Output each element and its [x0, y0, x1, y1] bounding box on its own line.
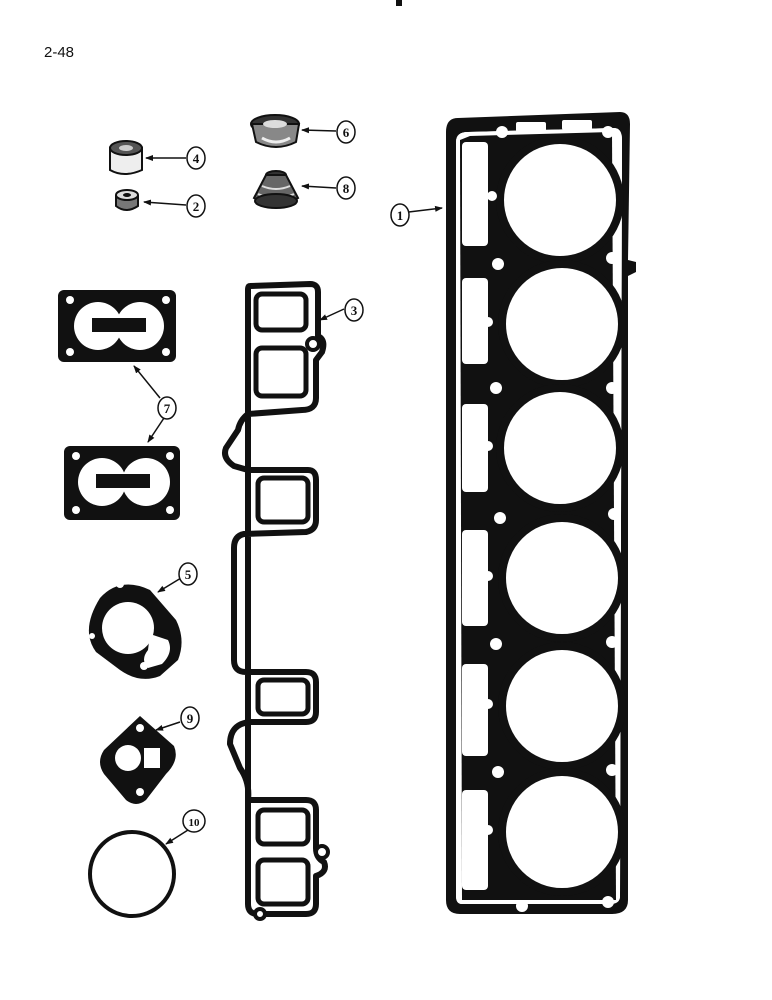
callout-2-bubble	[186, 194, 206, 218]
callout-10-label: 10	[189, 817, 201, 829]
small-flange-gasket	[100, 716, 176, 804]
callout-1-label: 1	[397, 208, 404, 223]
callout-6-bubble	[336, 120, 356, 144]
callout-5-label: 5	[185, 567, 192, 582]
callout-6-label: 6	[343, 125, 350, 140]
o-ring	[88, 830, 176, 918]
leader-8	[301, 183, 337, 190]
callout-8-label: 8	[343, 181, 350, 196]
small-seal	[115, 189, 139, 211]
cylinder-head-gasket	[446, 112, 636, 914]
callout-3-bubble	[344, 298, 364, 322]
callout-bubbles	[157, 120, 410, 833]
callout-2-label: 2	[193, 199, 200, 214]
callout-labels: 1 2 3 4 5 6 7 8 9 10	[164, 125, 404, 829]
valve-stem-seal-a	[250, 114, 301, 148]
leader-9	[155, 721, 181, 731]
seal-cup	[109, 140, 143, 175]
callout-10-bubble	[182, 809, 206, 833]
leader-3	[319, 308, 345, 321]
outlet-gasket	[88, 580, 182, 679]
callout-7-label: 7	[164, 401, 171, 416]
callout-9-bubble	[180, 706, 200, 730]
header-fragment	[396, 0, 402, 6]
callout-3-label: 3	[351, 303, 358, 318]
callout-8-bubble	[336, 176, 356, 200]
callout-7-bubble	[157, 396, 177, 420]
leader-2	[143, 199, 187, 206]
carburetor-gasket-upper	[58, 290, 176, 362]
callout-4-label: 4	[193, 151, 200, 166]
leader-5	[157, 577, 182, 593]
callout-9-label: 9	[187, 711, 194, 726]
callout-4-bubble	[186, 146, 206, 170]
callout-5-bubble	[178, 562, 198, 586]
valve-stem-seal-b	[252, 170, 300, 209]
carburetor-gasket-lower	[64, 446, 180, 520]
leader-lines	[133, 127, 443, 845]
leader-6	[301, 127, 337, 134]
leader-7a	[133, 365, 161, 399]
callout-1-bubble	[390, 203, 410, 227]
leader-7b	[147, 417, 165, 443]
manifold-gasket	[222, 281, 330, 921]
page-number: 2-48	[44, 44, 75, 61]
leader-10	[165, 829, 189, 845]
